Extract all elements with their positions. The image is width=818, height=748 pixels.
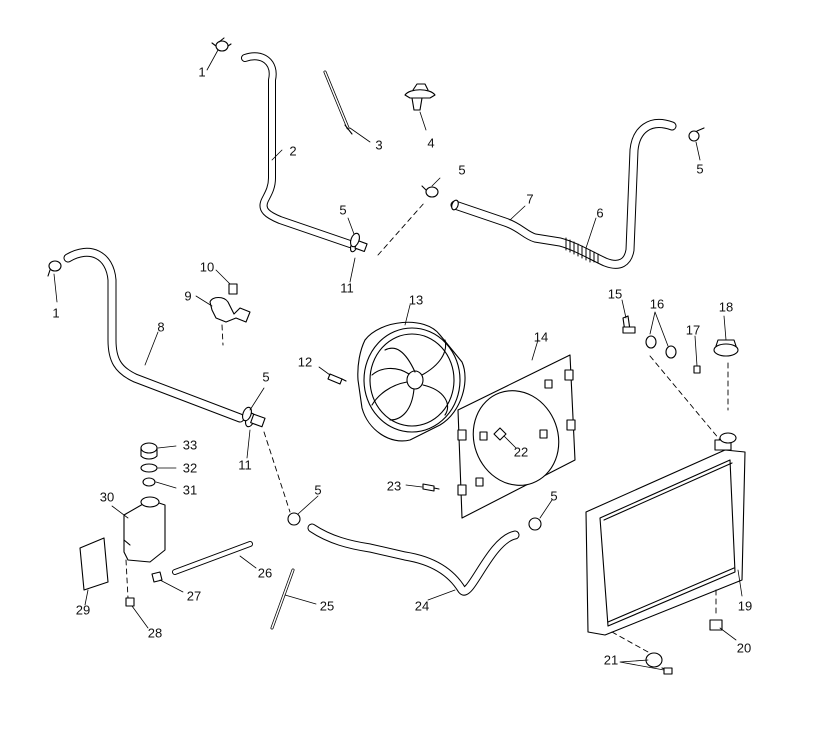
callout-5-b[interactable]: 5 xyxy=(458,162,466,178)
bolt-12[interactable] xyxy=(328,374,346,384)
callout-9[interactable]: 9 xyxy=(184,288,192,304)
callout-33[interactable]: 33 xyxy=(182,437,198,453)
clamp-1-top[interactable] xyxy=(212,38,231,51)
callout-20[interactable]: 20 xyxy=(736,640,752,656)
callout-5-e[interactable]: 5 xyxy=(550,488,558,504)
callout-27[interactable]: 27 xyxy=(186,588,202,604)
clamp-5-e[interactable] xyxy=(529,518,541,530)
callout-14[interactable]: 14 xyxy=(533,329,549,345)
assembly-guide-lines xyxy=(125,201,729,653)
neck-31[interactable] xyxy=(143,478,155,486)
bolt-15[interactable] xyxy=(623,316,635,333)
rod-3[interactable] xyxy=(325,72,352,134)
callout-25[interactable]: 25 xyxy=(319,598,335,614)
clamp-1-left[interactable] xyxy=(48,261,61,276)
plug-20[interactable] xyxy=(710,620,722,630)
hose-24[interactable] xyxy=(312,528,515,591)
callout-32[interactable]: 32 xyxy=(182,460,198,476)
callout-3[interactable]: 3 xyxy=(375,137,383,153)
clamp-5-b[interactable] xyxy=(422,186,438,197)
drain-21[interactable] xyxy=(646,653,672,674)
reservoir-30[interactable] xyxy=(124,497,165,562)
rod-25[interactable] xyxy=(272,570,293,628)
fan-13[interactable] xyxy=(358,322,465,441)
callout-12[interactable]: 12 xyxy=(297,354,313,370)
bracket-9[interactable] xyxy=(210,298,250,323)
callout-21[interactable]: 21 xyxy=(603,652,619,668)
callout-29[interactable]: 29 xyxy=(75,602,91,618)
callout-26[interactable]: 26 xyxy=(257,565,273,581)
fastener-22[interactable] xyxy=(494,428,506,440)
callout-19[interactable]: 19 xyxy=(737,598,753,614)
cap-33[interactable] xyxy=(141,443,157,459)
callout-1-left[interactable]: 1 xyxy=(52,305,60,321)
callout-23[interactable]: 23 xyxy=(386,478,402,494)
clamp-5-d[interactable] xyxy=(288,513,300,525)
screw-23[interactable] xyxy=(423,484,439,491)
callout-8[interactable]: 8 xyxy=(157,319,165,335)
clamp-5-a[interactable] xyxy=(349,232,361,248)
fitting-28[interactable] xyxy=(126,598,134,606)
hose-8[interactable] xyxy=(68,252,265,428)
bracket-29[interactable] xyxy=(80,538,108,590)
clamp-5-f[interactable] xyxy=(241,406,253,422)
grommet-16[interactable] xyxy=(646,336,676,358)
cap-18[interactable] xyxy=(714,340,738,356)
callout-4[interactable]: 4 xyxy=(427,135,435,151)
radiator-19[interactable] xyxy=(586,433,745,635)
callout-2[interactable]: 2 xyxy=(289,143,297,159)
tube-26[interactable] xyxy=(175,544,250,572)
callout-1-top[interactable]: 1 xyxy=(198,64,206,80)
callout-11-bottom[interactable]: 11 xyxy=(238,457,252,473)
clip-4[interactable] xyxy=(405,84,435,110)
callout-28[interactable]: 28 xyxy=(147,625,163,641)
shroud-14[interactable] xyxy=(458,355,575,518)
callout-30[interactable]: 30 xyxy=(99,489,115,505)
callout-18[interactable]: 18 xyxy=(718,299,734,315)
clip-10[interactable] xyxy=(229,284,237,294)
nut-17[interactable] xyxy=(694,366,700,373)
leader-lines xyxy=(53,49,743,671)
spring-6[interactable] xyxy=(566,238,598,263)
clamp-5-c[interactable] xyxy=(689,128,704,141)
hose-2[interactable] xyxy=(245,56,367,252)
callout-22[interactable]: 22 xyxy=(513,444,529,460)
callout-5-f[interactable]: 5 xyxy=(262,369,270,385)
callout-5-a[interactable]: 5 xyxy=(339,202,347,218)
callout-17[interactable]: 17 xyxy=(685,322,701,338)
callout-24[interactable]: 24 xyxy=(414,598,430,614)
gasket-32[interactable] xyxy=(141,464,157,472)
callout-31[interactable]: 31 xyxy=(182,482,198,498)
callout-7[interactable]: 7 xyxy=(526,191,534,207)
callout-10[interactable]: 10 xyxy=(199,259,215,275)
hose-7[interactable] xyxy=(450,123,672,264)
callout-13[interactable]: 13 xyxy=(408,292,424,308)
fitting-27[interactable] xyxy=(152,572,162,582)
callout-5-d[interactable]: 5 xyxy=(314,482,322,498)
callout-6[interactable]: 6 xyxy=(596,205,604,221)
callout-16[interactable]: 16 xyxy=(649,296,665,312)
callout-11-top[interactable]: 11 xyxy=(340,280,354,296)
callout-5-c[interactable]: 5 xyxy=(696,161,704,177)
callout-15[interactable]: 15 xyxy=(607,286,623,302)
